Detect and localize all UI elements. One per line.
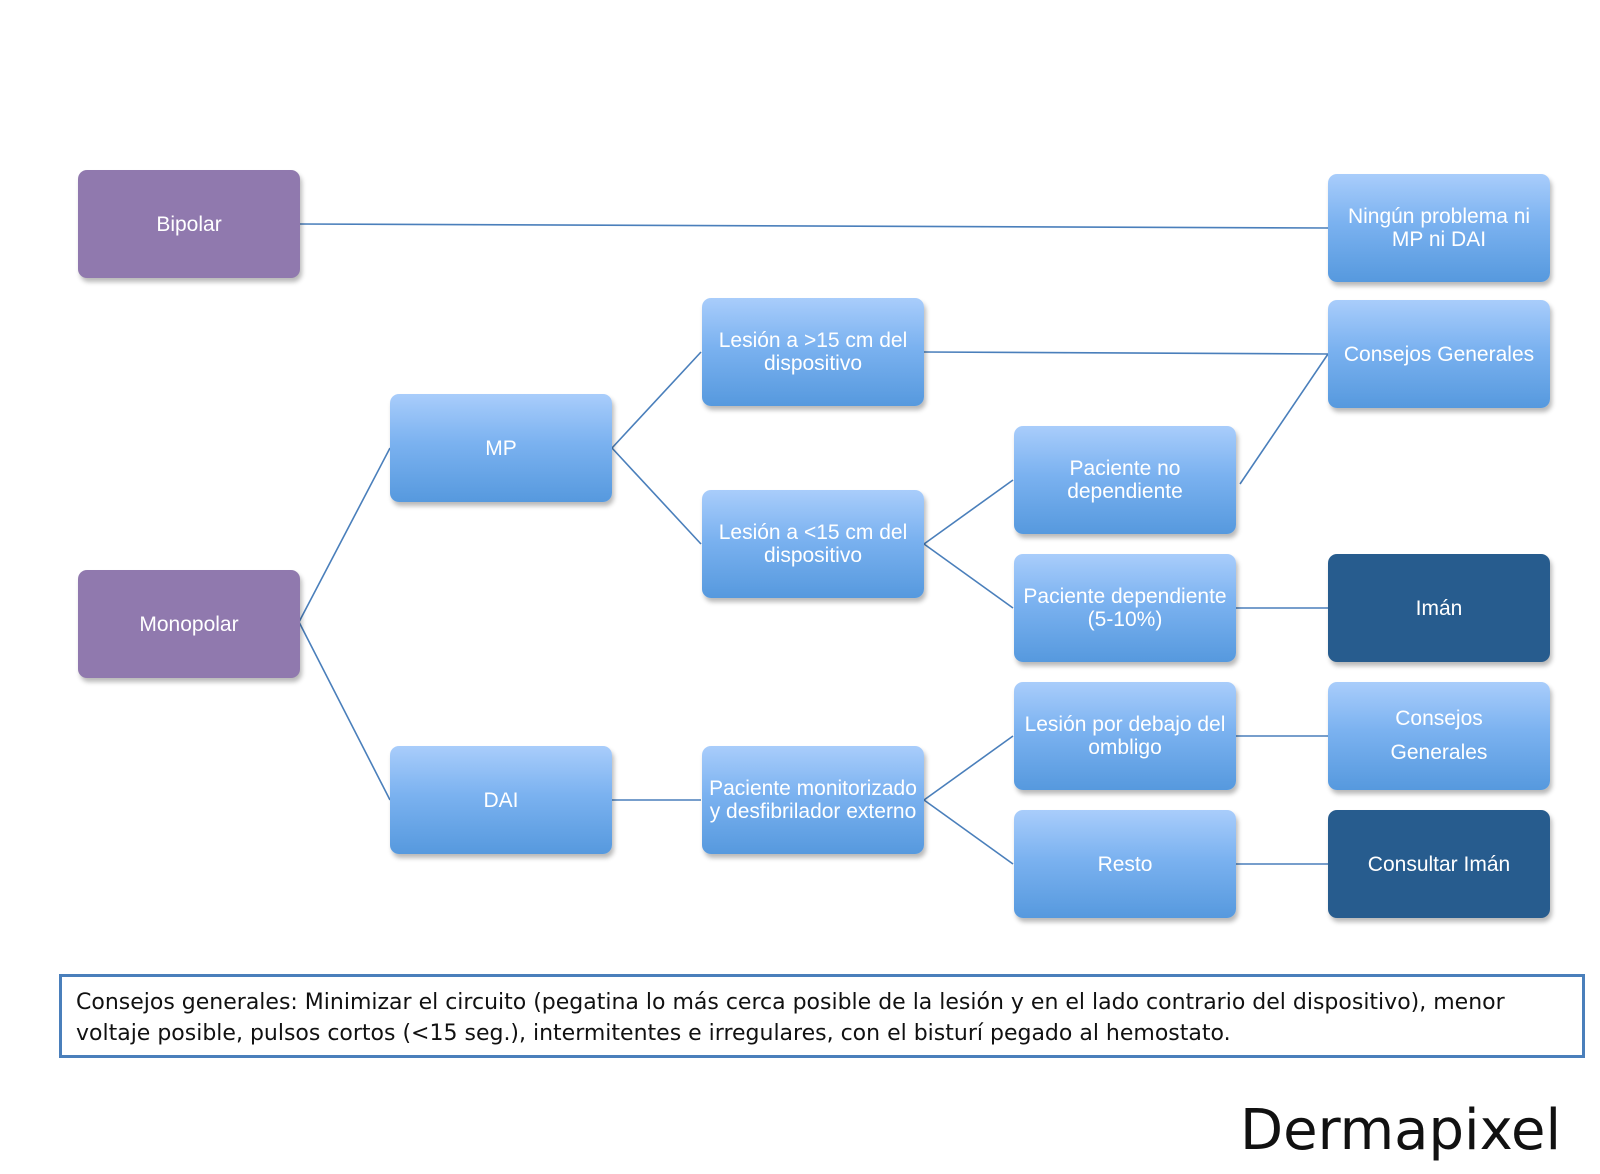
node-label: Lesión a >15 cm del dispositivo	[718, 329, 908, 375]
edge-monitorizado-resto	[923, 799, 1014, 865]
node-label: Bipolar	[156, 212, 222, 236]
edge-no-dependiente-consejos	[1239, 353, 1329, 485]
general-advice-note: Consejos generales: Minimizar el circuit…	[59, 974, 1585, 1058]
node-lesion-ombligo: Lesión por debajo del ombligo	[1014, 682, 1236, 790]
node-paciente-monitorizado: Paciente monitorizado y desfibrilador ex…	[702, 746, 924, 854]
node-label: Consejos Generales	[1343, 342, 1535, 366]
edge-monopolar-dai	[298, 621, 391, 801]
node-mp: MP	[390, 394, 612, 502]
node-bipolar: Bipolar	[78, 170, 300, 278]
node-label: MP	[485, 436, 517, 460]
edge-mp-lesion-near	[611, 447, 702, 545]
node-consejos-generales-dai: Consejos Generales	[1328, 682, 1550, 790]
edge-lesion-far-consejos	[923, 351, 1329, 355]
edge-monitorizado-ombligo	[923, 735, 1014, 801]
node-label: Lesión por debajo del ombligo	[1024, 713, 1226, 759]
edge-lesion-near-no-dependiente	[923, 479, 1014, 545]
edge-mp-lesion-far	[611, 351, 702, 449]
node-label: Paciente no dependiente	[1067, 457, 1183, 503]
node-label: Paciente monitorizado y desfibrilador ex…	[709, 777, 917, 823]
edge-monopolar-mp	[298, 447, 391, 623]
edge-bipolar-ningun-problema	[298, 223, 1329, 229]
node-consejos-generales: Consejos Generales	[1328, 300, 1550, 408]
node-ningun-problema: Ningún problema ni MP ni DAI	[1328, 174, 1550, 282]
edge-lesion-near-dependiente	[923, 543, 1014, 609]
node-label: Lesión a <15 cm del dispositivo	[718, 521, 908, 567]
node-dai: DAI	[390, 746, 612, 854]
node-label: Consultar Imán	[1367, 852, 1511, 876]
node-resto: Resto	[1014, 810, 1236, 918]
node-monopolar: Monopolar	[78, 570, 300, 678]
node-iman: Imán	[1328, 554, 1550, 662]
brand-watermark: Dermapixel	[1240, 1098, 1562, 1163]
node-label: DAI	[483, 788, 519, 812]
node-label: Monopolar	[139, 612, 239, 636]
node-label: Ningún problema ni MP ni DAI	[1347, 205, 1531, 251]
node-label: Imán	[1415, 596, 1463, 620]
node-consultar-iman: Consultar Imán	[1328, 810, 1550, 918]
node-paciente-no-dependiente: Paciente no dependiente	[1014, 426, 1236, 534]
node-lesion-near: Lesión a <15 cm del dispositivo	[702, 490, 924, 598]
node-label: Resto	[1097, 852, 1153, 876]
node-label: Consejos Generales	[1390, 707, 1488, 764]
node-lesion-far: Lesión a >15 cm del dispositivo	[702, 298, 924, 406]
node-paciente-dependiente: Paciente dependiente (5-10%)	[1014, 554, 1236, 662]
node-label: Paciente dependiente (5-10%)	[1023, 585, 1227, 631]
